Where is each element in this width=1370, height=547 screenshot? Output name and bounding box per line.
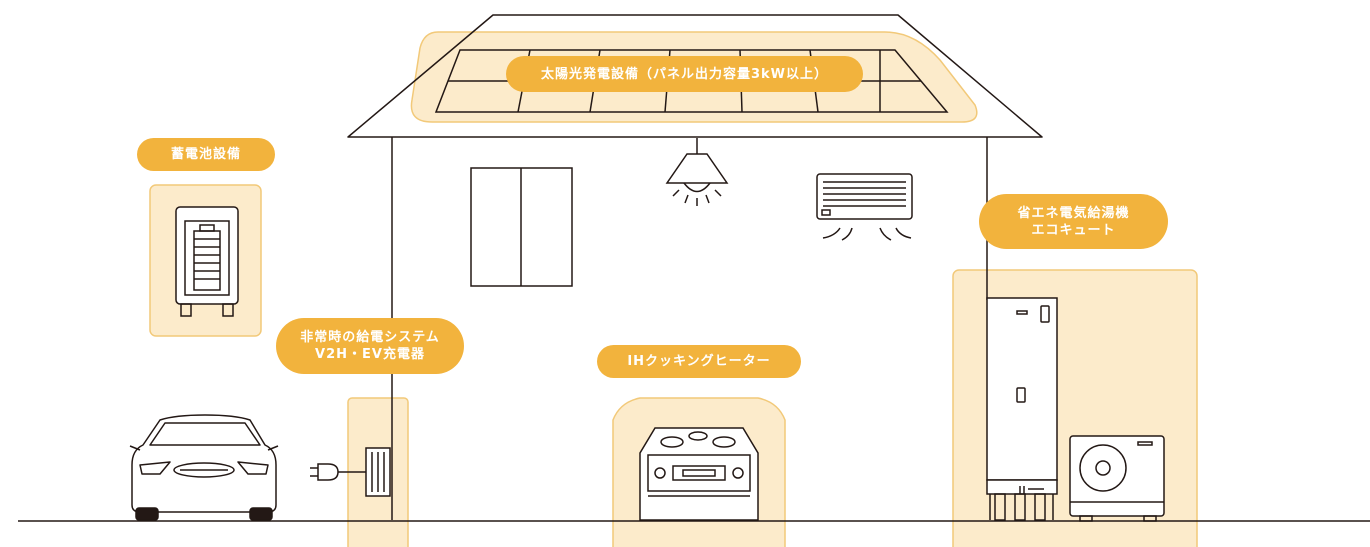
v2h-label-line1: 非常時の給電システム	[300, 330, 440, 345]
solar-label: 太陽光発電設備（パネル出力容量3kW以上）	[506, 56, 863, 92]
ecocute-label-line1: 省エネ電気給湯機	[1017, 205, 1130, 221]
battery-icon	[175, 206, 239, 317]
battery-label: 蓄電池設備	[137, 138, 275, 171]
window-icon	[470, 167, 573, 287]
ecocute-label: 省エネ電気給湯機 エコキュート	[979, 194, 1168, 249]
house-roof	[347, 14, 1043, 138]
v2h-label: 非常時の給電システム V2H・EV充電器	[276, 318, 464, 374]
lamp-icon	[665, 138, 729, 206]
air-conditioner-icon	[816, 173, 913, 241]
battery-label-text: 蓄電池設備	[170, 147, 241, 162]
ih-label-text: IHクッキングヒーター	[627, 354, 771, 369]
heat-pump-icon	[1069, 435, 1165, 522]
ecocute-label-line2: エコキュート	[1031, 222, 1116, 238]
ih-label: IHクッキングヒーター	[597, 345, 801, 378]
v2h-label-line2: V2H・EV充電器	[315, 347, 425, 362]
v2h-charger-icon	[338, 447, 391, 497]
solar-label-text: 太陽光発電設備（パネル出力容量3kW以上）	[540, 66, 829, 82]
car-icon	[129, 414, 279, 521]
water-heater-icon	[986, 297, 1058, 521]
ih-cooker-icon	[639, 427, 759, 521]
plug-icon	[310, 463, 339, 481]
